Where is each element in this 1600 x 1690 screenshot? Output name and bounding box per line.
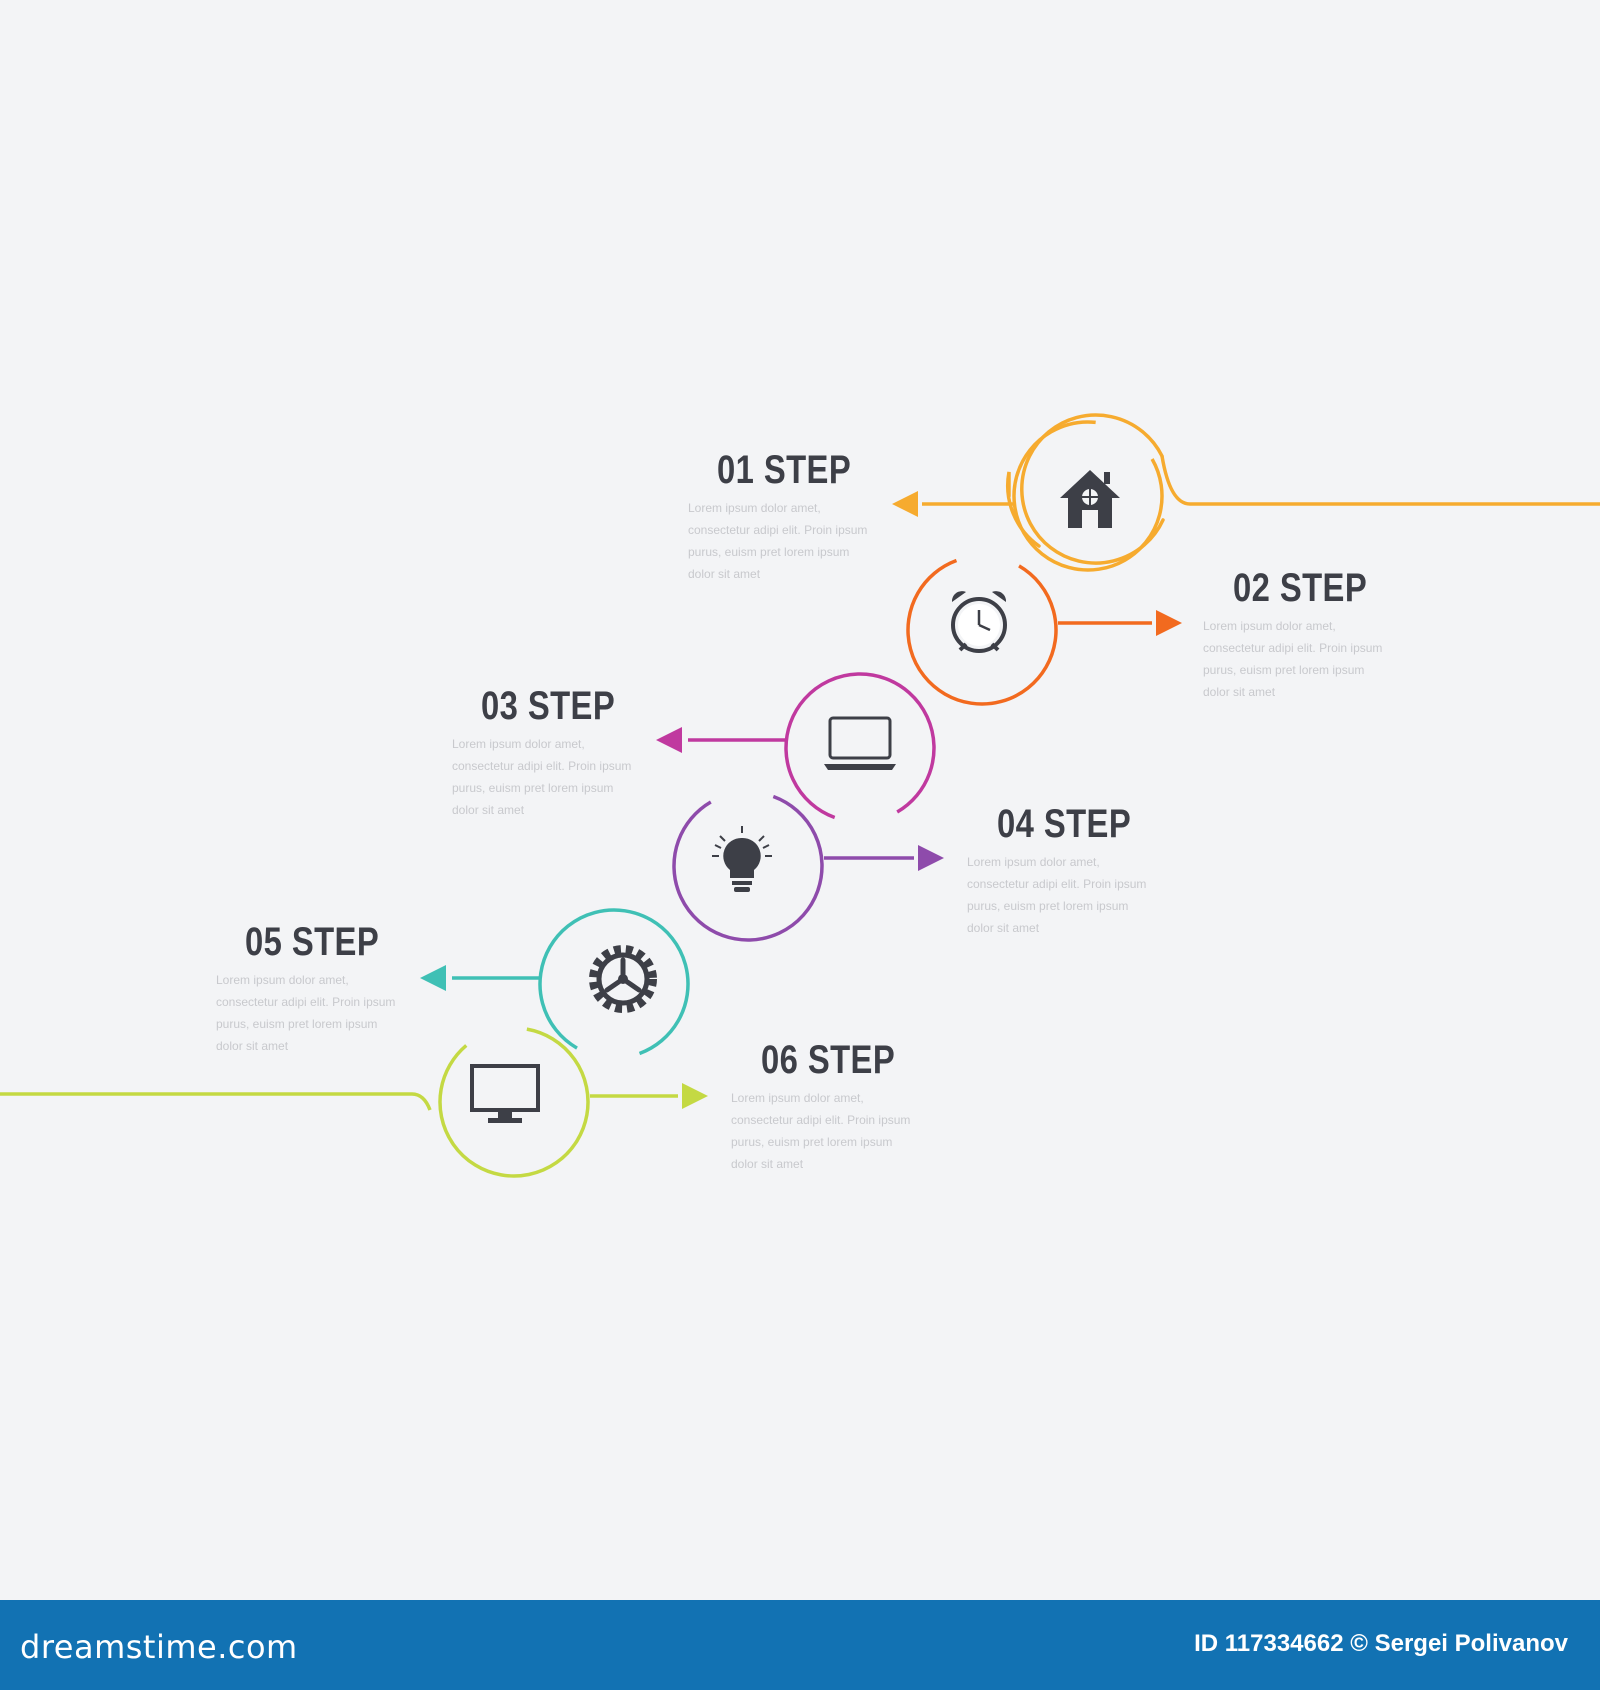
step-6-text: Lorem ipsum dolor amet, consectetur adip… <box>731 1091 911 1171</box>
step-3-ring <box>784 672 936 824</box>
step-3-arrow-head <box>656 727 682 753</box>
step-4-text: Lorem ipsum dolor amet, consectetur adip… <box>967 855 1147 935</box>
step-2-graphic <box>906 554 1182 706</box>
step-6-title: 06 STEP <box>761 1038 896 1082</box>
step-3-graphic <box>656 672 936 824</box>
step-1-text: Lorem ipsum dolor amet, consectetur adip… <box>688 501 868 581</box>
monitor-icon <box>470 1064 540 1123</box>
lightbulb-icon <box>712 826 772 892</box>
step-5-arrow-head <box>420 965 446 991</box>
step-5-graphic <box>420 908 690 1060</box>
step-5-title: 05 STEP <box>245 920 380 964</box>
site-logo: dreamstime.com <box>20 1628 298 1666</box>
gear-icon <box>589 945 657 1013</box>
step-6-ring <box>438 1026 590 1178</box>
step-1-graphic <box>892 413 1600 572</box>
step-2-text: Lorem ipsum dolor amet, consectetur adip… <box>1203 619 1383 699</box>
step-5-ring <box>538 908 690 1060</box>
step-5-text: Lorem ipsum dolor amet, consectetur adip… <box>216 973 396 1053</box>
step-1-title: 01 STEP <box>717 448 852 492</box>
step-1-arrow-head <box>892 491 918 517</box>
step-4-arrow-head <box>918 845 944 871</box>
step-4-ring <box>672 790 824 942</box>
step-3-title: 03 STEP <box>481 684 616 728</box>
laptop-icon <box>824 716 896 770</box>
step-4-title: 04 STEP <box>997 802 1132 846</box>
step-2-ring <box>906 554 1058 706</box>
step-1-ring <box>1005 413 1165 565</box>
step-6-arrow-head <box>682 1083 708 1109</box>
house-icon <box>1060 470 1120 528</box>
step-3-text: Lorem ipsum dolor amet, consectetur adip… <box>452 737 632 817</box>
infographic: 01 STEP Lorem ipsum dolor amet, consecte… <box>0 413 1600 1178</box>
step-4-graphic <box>672 790 944 942</box>
step-1-connector <box>1160 455 1600 506</box>
step-2-arrow-head <box>1156 610 1182 636</box>
steps-diagram <box>0 413 1600 1178</box>
alarm-clock-icon <box>951 591 1007 653</box>
step-6-graphic <box>0 1026 708 1178</box>
image-credit: ID 117334662 © Sergei Polivanov <box>1194 1630 1568 1657</box>
step-2-title: 02 STEP <box>1233 566 1368 610</box>
step-6-connector <box>0 1092 432 1111</box>
watermark-footer: dreamstime.com ID 117334662 © Sergei Pol… <box>0 1600 1600 1690</box>
